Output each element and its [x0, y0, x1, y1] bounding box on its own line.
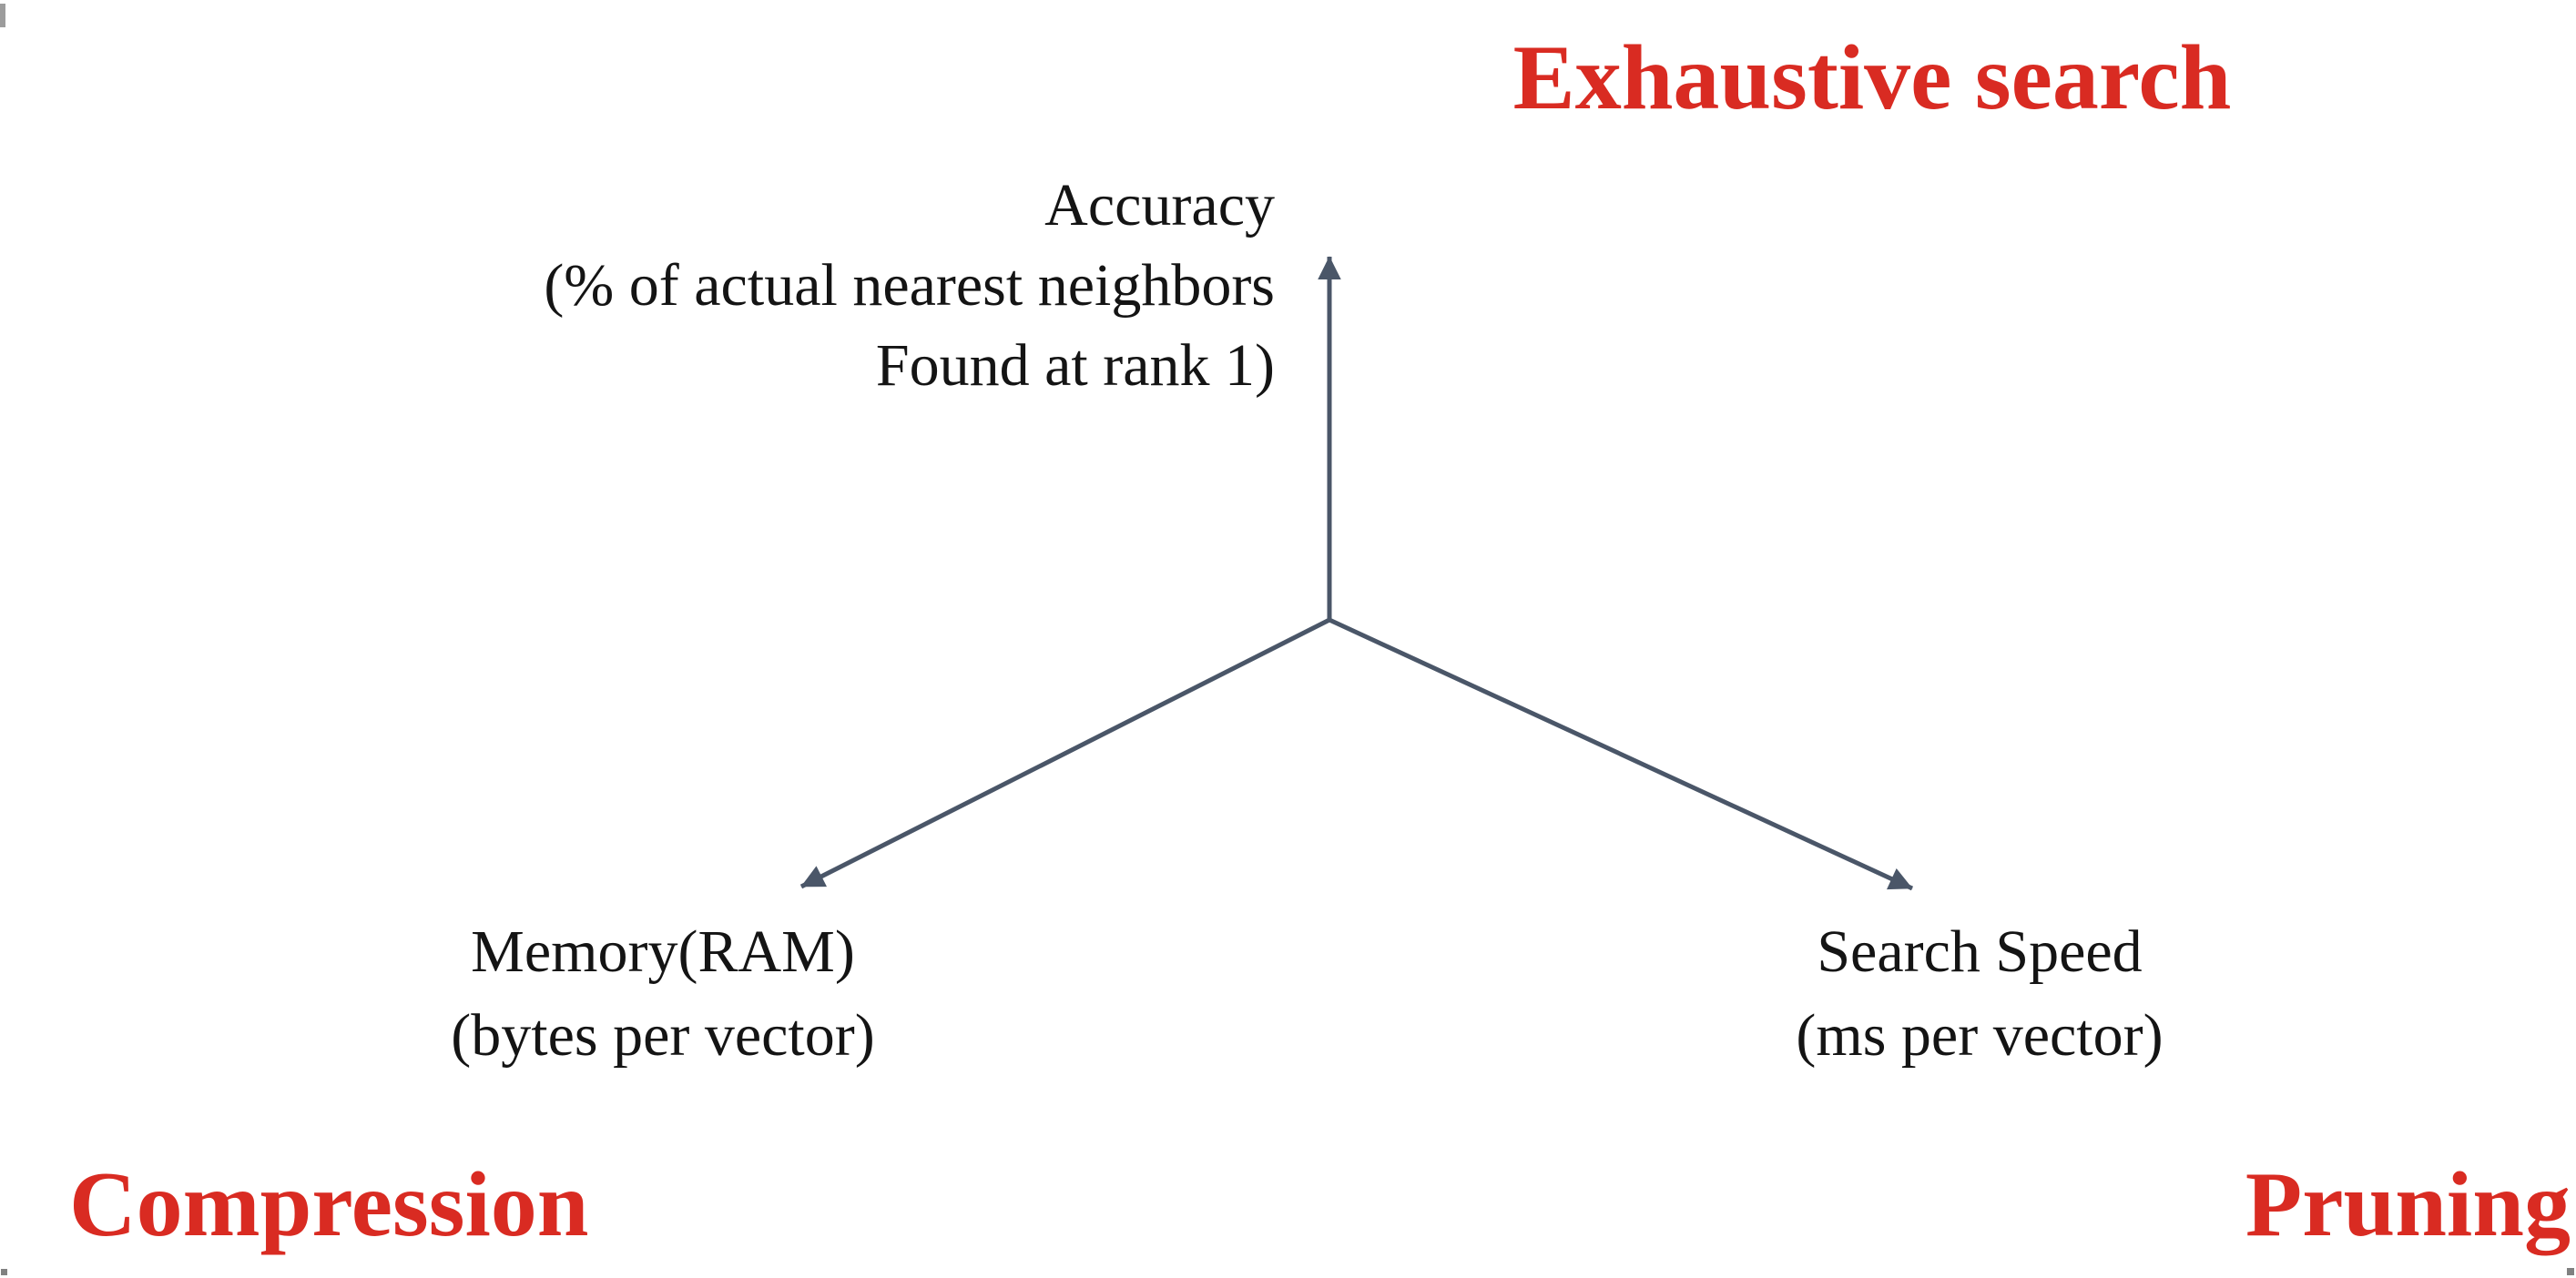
- axis-label-accuracy-line1: Accuracy: [1044, 172, 1275, 238]
- label-exhaustive-search: Exhaustive search: [1512, 26, 2232, 129]
- axis-label-memory-line2: (bytes per vector): [451, 1002, 875, 1069]
- scan-artifact: [0, 4, 5, 27]
- axis-label-accuracy-line2: (% of actual nearest neighbors: [544, 252, 1275, 319]
- scan-artifact: [1, 1269, 7, 1275]
- axis-search-speed-arrow: [1328, 617, 1914, 891]
- axis-label-search-speed-line1: Search Speed: [1817, 918, 2143, 985]
- axis-label-accuracy-line3: Found at rank 1): [875, 332, 1275, 399]
- label-pruning: Pruning: [2245, 1153, 2571, 1256]
- axis-label-memory: Memory(RAM) (bytes per vector): [451, 910, 874, 1078]
- axis-label-memory-line1: Memory(RAM): [471, 918, 855, 985]
- axis-label-search-speed: Search Speed (ms per vector): [1796, 910, 2163, 1078]
- axis-memory-arrow: [799, 617, 1331, 889]
- axis-label-search-speed-line2: (ms per vector): [1796, 1002, 2164, 1069]
- scan-artifact: [2567, 1268, 2574, 1275]
- label-compression: Compression: [69, 1153, 589, 1256]
- axis-label-accuracy: Accuracy (% of actual nearest neighbors …: [544, 166, 1275, 406]
